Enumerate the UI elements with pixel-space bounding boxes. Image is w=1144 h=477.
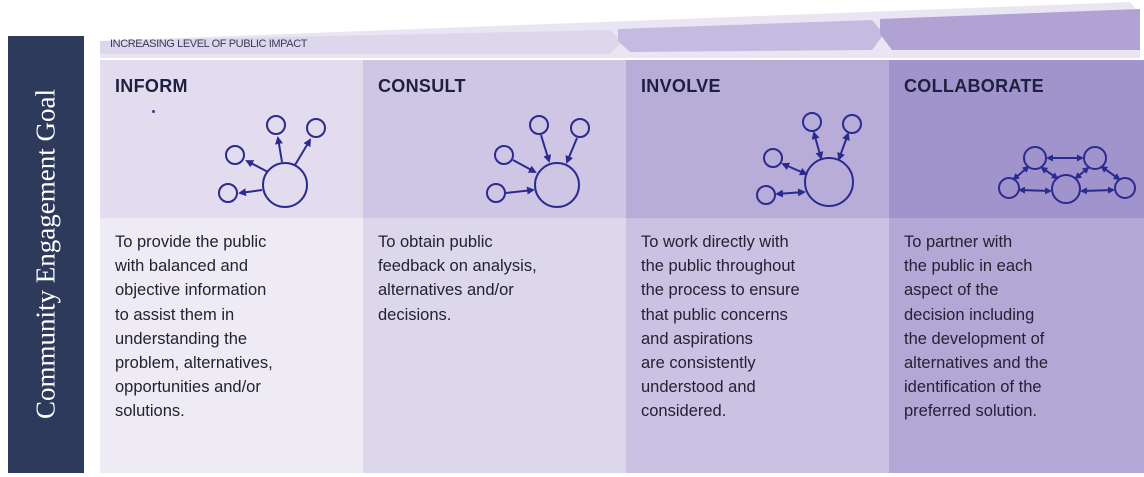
- desc-line: to assist them in: [115, 305, 235, 324]
- column-involve: INVOLVE To work directly with the public: [626, 60, 889, 473]
- column-description: To provide the public with balanced and …: [115, 230, 353, 424]
- column-description: To partner with the public in each aspec…: [904, 230, 1134, 424]
- desc-line: alternatives and/or: [378, 281, 514, 300]
- column-description: To work directly with the public through…: [641, 230, 879, 424]
- two-way-arrows-icon: [756, 112, 862, 207]
- column-consult: CONSULT To obtain public feedback on ana…: [363, 60, 626, 473]
- desc-line: decision including: [904, 305, 1035, 324]
- column-body: To obtain public feedback on analysis, a…: [363, 218, 626, 473]
- desc-line: decisions.: [378, 305, 452, 324]
- network-arrows-icon: [998, 146, 1136, 204]
- desc-line: the public in each: [904, 257, 1033, 276]
- one-way-outward-arrows-icon: [218, 115, 326, 208]
- desc-line: preferred solution.: [904, 402, 1037, 421]
- column-title: CONSULT: [378, 76, 466, 96]
- desc-line: To provide the public: [115, 233, 267, 251]
- impact-banner: [100, 2, 1140, 58]
- desc-line: understanding the: [115, 329, 248, 348]
- desc-line: and aspirations: [641, 329, 753, 348]
- desc-line: that public concerns: [641, 305, 788, 324]
- desc-line: with balanced and: [115, 257, 249, 276]
- desc-line: the development of: [904, 329, 1045, 348]
- column-title: INVOLVE: [641, 76, 721, 96]
- desc-line: opportunities and/or: [115, 378, 261, 397]
- desc-line: To work directly with: [641, 233, 789, 251]
- decorative-dot: [152, 110, 155, 113]
- side-label: Community Engagement Goal: [30, 89, 61, 419]
- desc-line: solutions.: [115, 402, 185, 421]
- column-collaborate: COLLABORATE To part: [889, 60, 1144, 473]
- desc-line: considered.: [641, 402, 727, 421]
- column-inform: INFORM To provide the public with balanc…: [100, 60, 363, 473]
- column-body: To work directly with the public through…: [626, 218, 889, 473]
- desc-line: the process to ensure: [641, 281, 800, 300]
- desc-line: To obtain public: [378, 233, 493, 251]
- desc-line: alternatives and the: [904, 354, 1049, 373]
- desc-line: feedback on analysis,: [378, 257, 537, 276]
- column-head: COLLABORATE: [889, 60, 1144, 218]
- column-title: COLLABORATE: [904, 76, 1044, 96]
- one-way-inward-arrows-icon: [486, 115, 590, 208]
- desc-line: the public throughout: [641, 257, 796, 276]
- desc-line: are consistently: [641, 354, 756, 373]
- desc-line: identification of the: [904, 378, 1042, 397]
- desc-line: understood and: [641, 378, 756, 397]
- desc-line: objective information: [115, 281, 267, 300]
- column-body: To partner with the public in each aspec…: [889, 218, 1144, 473]
- desc-line: problem, alternatives,: [115, 354, 273, 373]
- desc-line: aspect of the: [904, 281, 999, 300]
- column-title: INFORM: [115, 76, 188, 96]
- banner-label: INCREASING LEVEL OF PUBLIC IMPACT: [110, 38, 308, 50]
- column-head: CONSULT: [363, 60, 626, 218]
- column-head: INFORM: [100, 60, 363, 218]
- side-panel: [8, 36, 84, 473]
- desc-line: To partner with: [904, 233, 1013, 251]
- column-head: INVOLVE: [626, 60, 889, 218]
- column-body: To provide the public with balanced and …: [100, 218, 363, 473]
- column-description: To obtain public feedback on analysis, a…: [378, 230, 616, 327]
